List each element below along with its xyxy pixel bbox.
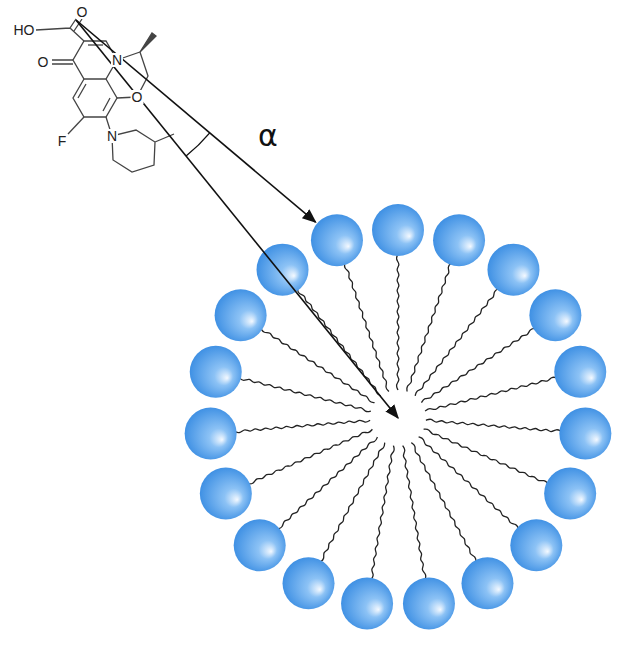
lipid-tail — [426, 419, 562, 431]
polar-head — [234, 519, 286, 571]
lipid-tail — [411, 443, 476, 563]
keto-group — [52, 60, 73, 64]
polar-head — [510, 519, 562, 571]
angle-symbol: α — [257, 121, 279, 151]
lipid-tail — [248, 429, 373, 484]
lipid-tail — [421, 328, 535, 402]
atom-label: O — [37, 55, 50, 69]
lipid-tail — [235, 420, 371, 432]
polar-head — [372, 204, 424, 256]
arrow-to-center — [76, 20, 398, 418]
polar-head — [311, 214, 363, 266]
polar-head — [544, 468, 596, 520]
benzene-ring — [73, 79, 117, 117]
polar-head — [185, 408, 237, 460]
micelle — [185, 204, 612, 629]
fluorine-bond — [68, 117, 84, 134]
angle-arrows — [76, 20, 398, 418]
atom-label: N — [111, 53, 123, 67]
polar-head — [529, 289, 581, 341]
atom-label: N — [106, 129, 118, 143]
arrow-to-head — [76, 20, 316, 222]
atom-label: O — [131, 90, 144, 104]
atom-label: HO — [13, 23, 36, 37]
angle-arc — [186, 133, 210, 156]
polar-head — [403, 577, 455, 629]
polar-head — [200, 468, 252, 520]
atom-label: F — [57, 134, 68, 148]
levofloxacin-structure — [36, 16, 174, 172]
polar-head — [487, 244, 539, 296]
lipid-tail — [239, 378, 371, 412]
polar-head — [341, 577, 393, 629]
polar-head — [433, 214, 485, 266]
lipid-tail — [344, 263, 388, 392]
lipid-tail — [397, 254, 399, 390]
lipid-tail — [407, 263, 451, 392]
polar-head — [559, 408, 611, 460]
lipid-tail — [277, 437, 377, 529]
lipid-tail — [297, 289, 381, 396]
methylpiperazine-ring — [106, 117, 174, 172]
polar-head — [461, 557, 513, 609]
methyl-wedge — [140, 33, 156, 52]
polar-head — [190, 346, 242, 398]
polar-head — [554, 346, 606, 398]
lipid-tail — [371, 446, 394, 580]
lipid-tail — [424, 429, 549, 484]
lipid-tail — [403, 446, 426, 580]
double-bond — [78, 84, 110, 111]
polar-head — [257, 244, 309, 296]
lipid-tail — [425, 377, 557, 411]
polar-head — [283, 557, 335, 609]
polar-head — [215, 289, 267, 341]
atom-label: O — [76, 5, 89, 19]
